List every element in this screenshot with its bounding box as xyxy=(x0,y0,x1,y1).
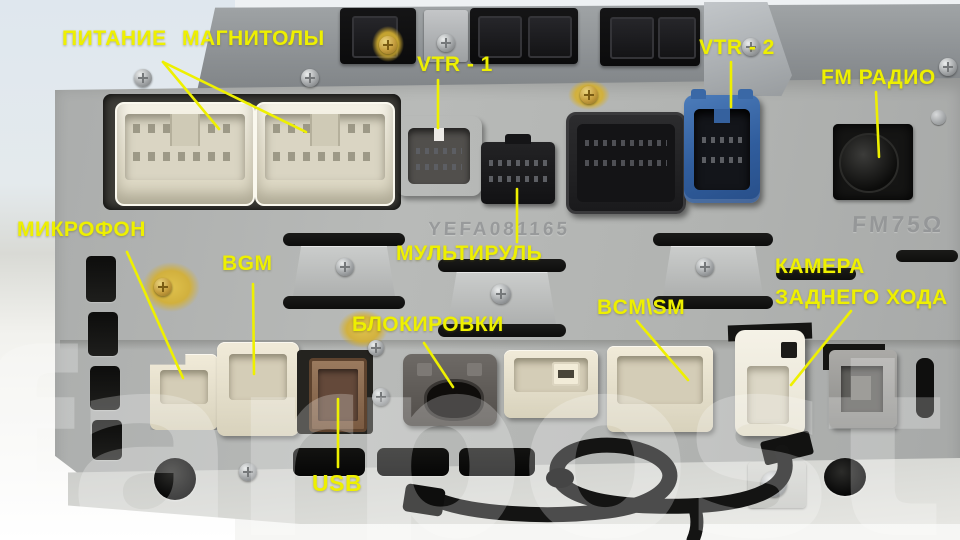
key-notch xyxy=(310,114,340,146)
label-microphone: МИКРОФОН xyxy=(17,218,146,241)
connector-ear xyxy=(691,89,706,99)
screw xyxy=(696,258,714,276)
chassis-hole xyxy=(154,458,196,500)
vent-slot xyxy=(92,420,122,460)
antenna-socket xyxy=(839,133,899,193)
power-connector-recess xyxy=(103,94,401,210)
vent-slot xyxy=(86,256,116,302)
main-harness-connector xyxy=(566,112,686,214)
harness-cavity xyxy=(577,124,675,202)
screw xyxy=(239,463,257,481)
screw xyxy=(372,388,390,406)
label-rear-camera: КАМЕРА ЗАДНЕГО ХОДА xyxy=(775,251,948,313)
key-notch xyxy=(170,114,200,146)
vent-slot xyxy=(293,448,365,476)
pin-row xyxy=(133,152,237,161)
aux-cream-connector xyxy=(504,350,598,418)
fm-impedance-marking: FM75Ω xyxy=(851,211,945,237)
pin-row xyxy=(489,160,547,166)
vent-slot xyxy=(653,233,773,246)
vent-slot xyxy=(438,324,566,337)
power-connector-right xyxy=(255,102,395,206)
vtr1-cavity xyxy=(408,128,470,184)
label-bcm-sm: BCM\SM xyxy=(597,296,686,319)
vent-slot xyxy=(776,268,856,280)
power-connector-left xyxy=(115,102,255,206)
top-connector-block xyxy=(600,8,700,66)
top-connector-socket xyxy=(528,16,572,58)
connector-cavity xyxy=(229,354,287,400)
watermark: farpost xyxy=(0,302,946,540)
label-bgm: BGM xyxy=(222,252,273,275)
pin-row xyxy=(585,160,667,166)
screw xyxy=(301,69,319,87)
gold-screw xyxy=(379,36,397,54)
vtr2-cavity xyxy=(694,109,750,190)
bgm-connector xyxy=(217,342,299,436)
gold-screw xyxy=(580,86,598,104)
pin-row xyxy=(702,157,742,163)
pin-row xyxy=(585,140,667,146)
multisteer-connector xyxy=(481,134,555,204)
key-notch xyxy=(714,109,730,123)
vent-slot xyxy=(653,296,773,309)
key-notch xyxy=(434,128,444,141)
label-power: ПИТАНИЕ МАГНИТОЛЫ xyxy=(62,27,325,50)
label-rear-camera-line1: КАМЕРА xyxy=(775,255,865,278)
connector-ear xyxy=(467,363,482,376)
vent-slot xyxy=(90,366,120,410)
connector-ear xyxy=(738,89,753,99)
side-slot-connector xyxy=(916,358,934,418)
vent-slot xyxy=(283,296,405,309)
connector-slot xyxy=(558,370,574,378)
pin-row xyxy=(416,164,462,170)
top-connector-socket xyxy=(610,17,654,59)
label-multisteer: МУЛЬТИРУЛЬ xyxy=(396,242,543,265)
power-connector-cavity xyxy=(125,114,245,180)
pin-row xyxy=(489,176,547,182)
pin-row xyxy=(702,137,742,143)
screw xyxy=(742,38,760,56)
screw xyxy=(491,284,511,304)
top-connector-socket xyxy=(658,17,696,59)
top-connector-block xyxy=(470,8,578,64)
connector-pin-block xyxy=(851,376,871,400)
label-rear-camera-line2: ЗАДНЕГО ХОДА xyxy=(775,286,948,309)
gold-screw xyxy=(154,278,172,296)
top-connector-socket xyxy=(478,16,522,58)
label-fm-radio: FM РАДИО xyxy=(821,66,936,89)
panel-seam-shadow xyxy=(60,340,960,350)
chassis-hole xyxy=(824,458,866,496)
pin-row xyxy=(273,152,377,161)
fm-antenna-jack xyxy=(833,124,913,200)
label-usb: USB xyxy=(312,470,363,496)
vtr2-connector xyxy=(684,89,760,203)
vent-slot xyxy=(283,233,405,246)
screw xyxy=(368,340,384,356)
screw xyxy=(437,34,455,52)
label-locks: БЛОКИРОВКИ xyxy=(352,313,504,336)
key-notch xyxy=(505,134,531,144)
vent-slot xyxy=(88,312,118,356)
connector-cavity xyxy=(747,366,789,424)
screw xyxy=(134,69,152,87)
pin-row xyxy=(416,148,462,154)
vent-slot xyxy=(896,250,958,262)
serial-marking: YEFA081165 xyxy=(427,219,571,240)
vtr1-connector xyxy=(396,116,482,196)
vent-slot xyxy=(438,259,566,272)
rear-camera-connector xyxy=(735,330,805,436)
power-connector-cavity xyxy=(265,114,385,180)
round-rivet xyxy=(931,110,946,125)
label-vtr2: VTR - 2 xyxy=(699,36,775,59)
screw xyxy=(939,58,957,76)
label-vtr1: VTR - 1 xyxy=(417,53,493,76)
screw xyxy=(336,258,354,276)
